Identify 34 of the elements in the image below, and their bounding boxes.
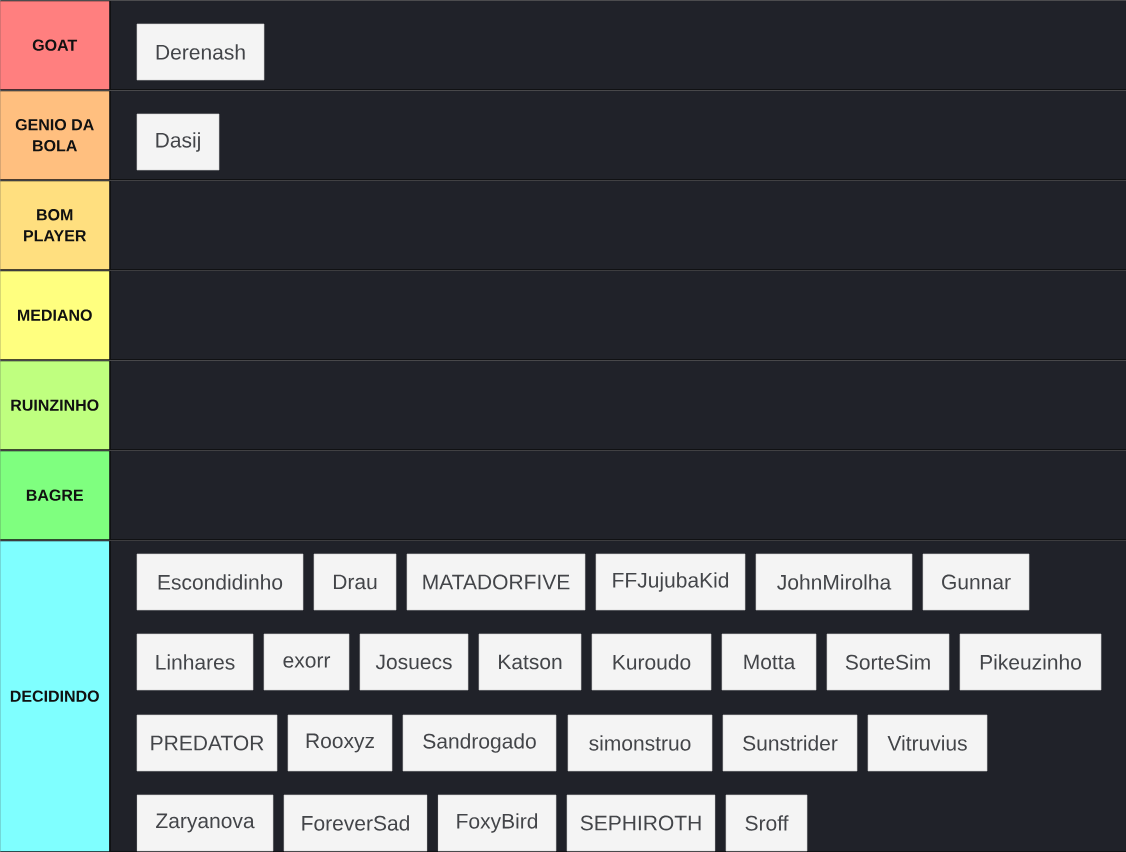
tier-label: GENIO DA BOLA (0, 91, 110, 180)
item-card: SorteSim (826, 633, 950, 691)
item-card: Kuroudo (591, 633, 712, 691)
item-card: Linhares (136, 633, 254, 691)
item-card: Escondidinho (136, 553, 304, 611)
item-card: Sroff (725, 794, 808, 852)
item-card: JohnMirolha (755, 553, 913, 611)
item-card: Rooxyz (287, 714, 393, 772)
tier-label: BAGRE (0, 451, 110, 540)
item-card: Zaryanova (136, 794, 274, 852)
item-card: Drau (313, 553, 397, 611)
item-card: simonstruo (567, 714, 713, 772)
tier-label: MEDIANO (0, 271, 110, 360)
tier-label: RUINZINHO (0, 361, 110, 450)
item-card: PREDATOR (136, 714, 278, 772)
item-card: Katson (478, 633, 582, 691)
item-card: ForeverSad (283, 794, 428, 852)
item-card: Sandrogado (402, 714, 557, 772)
item-card: Vitruvius (867, 714, 988, 772)
item-card: SEPHIROTH (566, 794, 716, 852)
tier-label: GOAT (0, 1, 110, 90)
tier-label: DECIDINDO (0, 541, 110, 852)
item-card: exorr (263, 633, 350, 691)
tier-label: BOM PLAYER (0, 181, 110, 270)
item-card: Derenash (136, 23, 265, 81)
item-card: FFJujubaKid (595, 553, 746, 611)
item-card: Josuecs (359, 633, 469, 691)
item-card: Gunnar (922, 553, 1030, 611)
item-card: Pikeuzinho (959, 633, 1102, 691)
item-card: Sunstrider (722, 714, 858, 772)
item-card: Dasij (136, 113, 220, 171)
item-card: MATADORFIVE (406, 553, 586, 611)
item-card: Motta (721, 633, 817, 691)
item-card: FoxyBird (437, 794, 557, 852)
